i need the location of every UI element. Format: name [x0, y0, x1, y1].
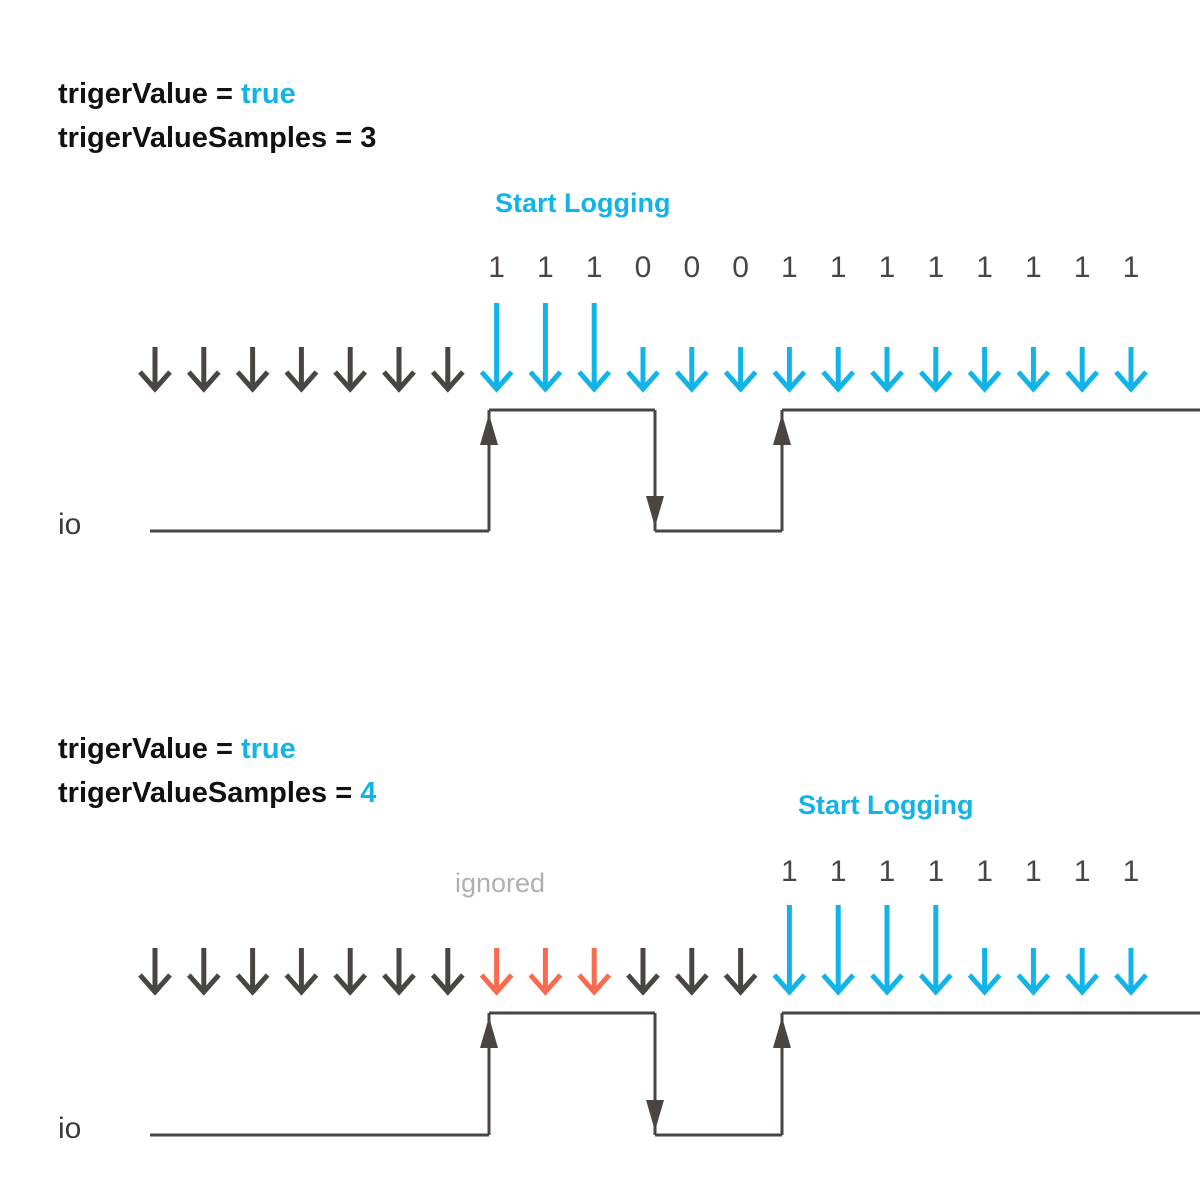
- io-rising-edge-arrow: [480, 414, 498, 445]
- sample-arrow-cyan: [577, 303, 612, 393]
- sample-digit: 1: [927, 251, 945, 284]
- sample-arrow-cyan: [870, 347, 904, 393]
- sample-arrow-cyan: [1016, 948, 1051, 996]
- io-falling-edge-arrow: [646, 1100, 664, 1131]
- trigger-value-samples-value: 4: [360, 777, 377, 809]
- sample-arrow-cyan: [1114, 347, 1148, 393]
- trigger-value-samples-prefix: trigerValueSamples =: [58, 122, 361, 154]
- io-waveform: [150, 408, 1200, 533]
- sample-digit: 1: [829, 251, 847, 284]
- sample-arrow-dark: [430, 347, 465, 393]
- sample-digit: 1: [829, 855, 847, 888]
- sample-arrow-dark: [674, 948, 709, 996]
- sample-digit: 1: [878, 251, 896, 284]
- sample-arrow-cyan: [1016, 347, 1051, 393]
- sample-arrow-cyan: [772, 905, 807, 996]
- sample-digit: 1: [585, 251, 603, 284]
- sample-arrow-dark: [138, 347, 172, 393]
- sample-arrow-cyan: [626, 347, 660, 393]
- header-line-trigger-value: trigerValue = true: [58, 733, 296, 766]
- sample-arrow-dark: [382, 347, 416, 393]
- header-line-trigger-value-samples: trigerValueSamples = 4: [58, 777, 376, 810]
- trigger-value-value: true: [240, 733, 296, 765]
- sample-arrow-cyan: [967, 948, 1002, 996]
- sample-arrow-cyan: [918, 347, 953, 393]
- header-line-trigger-value-samples: trigerValueSamples = 3: [58, 122, 376, 155]
- sample-digit: 1: [927, 855, 945, 888]
- sample-arrow-dark: [284, 948, 319, 996]
- start-logging-label: Start Logging: [798, 790, 974, 820]
- sample-arrow-dark: [333, 347, 368, 393]
- trigger-value-prefix: trigerValue =: [58, 78, 241, 110]
- trigger-value-value: true: [240, 78, 296, 110]
- header-line-trigger-value: trigerValue = true: [58, 78, 296, 111]
- sample-digit: 1: [488, 251, 505, 284]
- start-logging-label: Start Logging: [495, 188, 671, 218]
- io-falling-edge-arrow: [646, 496, 664, 527]
- sample-digit: 1: [1025, 251, 1042, 284]
- sample-arrow-cyan: [723, 347, 758, 393]
- sample-arrow-dark: [723, 948, 758, 996]
- sample-digit: 0: [732, 251, 749, 284]
- sample-arrow-cyan: [479, 303, 514, 393]
- sample-arrow-dark: [284, 347, 319, 393]
- sample-arrow-cyan: [1065, 347, 1100, 393]
- io-rising-edge-arrow: [773, 414, 791, 445]
- sample-digit: 0: [634, 251, 652, 284]
- sample-arrow-red: [528, 948, 563, 996]
- sample-digit: 1: [878, 855, 896, 888]
- sample-arrow-cyan: [821, 905, 856, 996]
- sample-arrow-cyan: [772, 347, 807, 393]
- sample-arrow-cyan: [821, 347, 856, 393]
- io-label: io: [58, 508, 82, 541]
- sample-arrow-red: [577, 948, 612, 996]
- sample-arrow-cyan: [1065, 948, 1100, 996]
- sample-digit: 1: [781, 251, 798, 284]
- sample-arrow-dark: [235, 347, 270, 393]
- io-rising-edge-arrow: [480, 1017, 498, 1048]
- sample-arrow-dark: [430, 948, 465, 996]
- io-label: io: [58, 1112, 82, 1145]
- sample-arrow-dark: [138, 948, 172, 996]
- io-waveform: [150, 1011, 1200, 1137]
- sample-arrow-cyan: [918, 905, 953, 996]
- sample-arrow-dark: [382, 948, 416, 996]
- sample-digit: 1: [537, 251, 554, 284]
- sample-digit: 1: [1122, 251, 1140, 284]
- sample-arrow-dark: [626, 948, 660, 996]
- sample-digit: 1: [1025, 855, 1042, 888]
- sample-digit: 1: [1122, 855, 1140, 888]
- sample-arrow-red: [479, 948, 514, 996]
- sample-digit: 0: [683, 251, 701, 284]
- io-rising-edge-arrow: [773, 1017, 791, 1048]
- sample-digit: 1: [781, 855, 798, 888]
- sample-digit: 1: [1073, 855, 1091, 888]
- sample-arrow-cyan: [1114, 948, 1148, 996]
- sample-arrow-cyan: [528, 303, 563, 393]
- sample-arrow-dark: [186, 347, 221, 393]
- trigger-value-prefix: trigerValue =: [58, 733, 241, 765]
- sample-arrow-dark: [186, 948, 221, 996]
- ignored-label: ignored: [455, 868, 546, 898]
- sample-digit: 1: [976, 855, 993, 888]
- trigger-value-samples-prefix: trigerValueSamples =: [58, 777, 361, 809]
- sample-arrow-dark: [333, 948, 368, 996]
- sample-arrow-cyan: [967, 347, 1002, 393]
- sample-arrow-cyan: [870, 905, 904, 996]
- sample-arrow-cyan: [674, 347, 709, 393]
- sample-digit: 1: [976, 251, 993, 284]
- sample-arrow-dark: [235, 948, 270, 996]
- trigger-value-samples-value: 3: [360, 122, 377, 154]
- sample-digit: 1: [1073, 251, 1091, 284]
